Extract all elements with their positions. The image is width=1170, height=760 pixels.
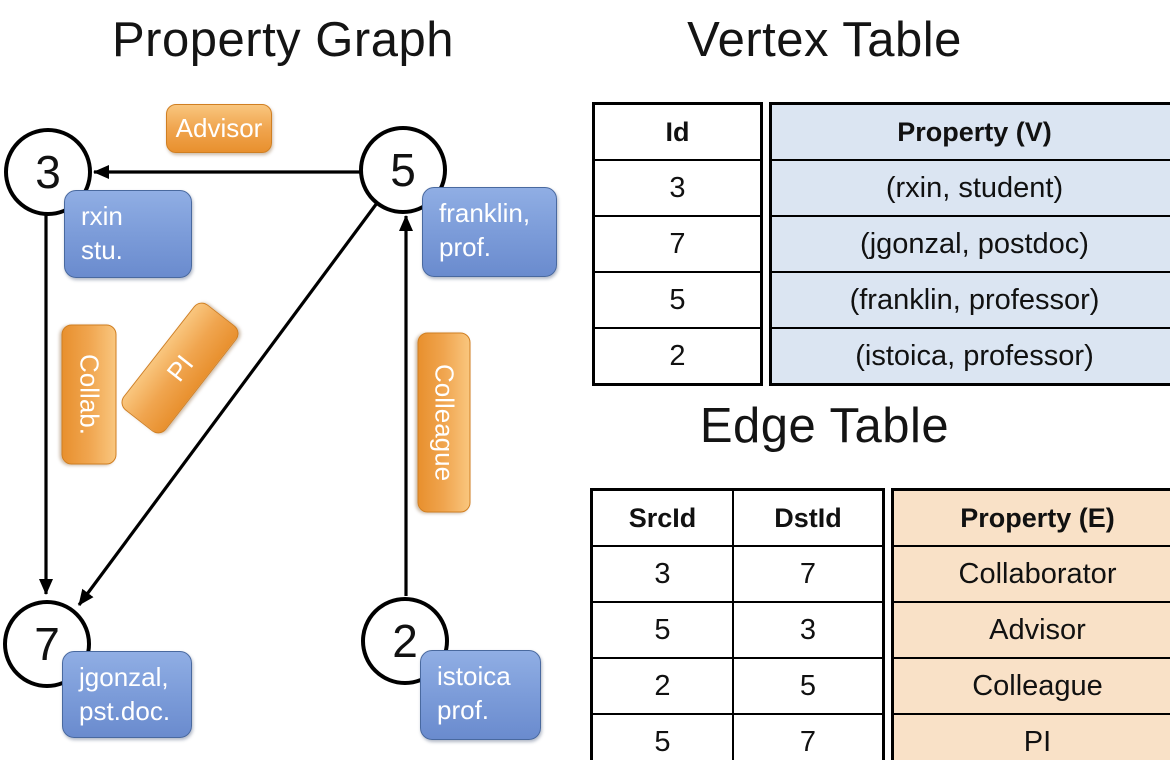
vertex-label-jgonzal-line1: jgonzal, (79, 662, 169, 692)
edge-col-srcid-header: SrcId (590, 488, 734, 547)
edge-label-advisor: Advisor (166, 104, 272, 153)
edge-col-property-header: Property (E) (891, 488, 1170, 547)
edge-srcid-cell: 5 (590, 601, 734, 659)
node-3-id: 3 (35, 146, 61, 198)
vertex-property-cell: (istoica, professor) (769, 327, 1170, 386)
edge-property-cell: Colleague (891, 657, 1170, 715)
property-graph-title: Property Graph (112, 13, 454, 67)
graph-edges-svg (39, 165, 413, 606)
graph-node-5: 5 (359, 126, 447, 214)
vertex-property-cell: (rxin, student) (769, 159, 1170, 217)
vertex-label-istoica-line1: istoica (437, 661, 511, 691)
node-2-id: 2 (392, 615, 418, 667)
vertex-label-franklin: franklin, prof. (422, 187, 557, 277)
edge-property-cell: PI (891, 713, 1170, 760)
edge-property-column-table: Property (E) Collaborator Advisor Collea… (891, 488, 1170, 760)
vertex-label-franklin-line1: franklin, (439, 198, 531, 228)
edge-property-cell: Advisor (891, 601, 1170, 659)
edge-table-title: Edge Table (699, 399, 950, 453)
vertex-label-istoica: istoica prof. (420, 650, 541, 740)
vertex-table-title: Vertex Table (687, 13, 962, 67)
vertex-label-rxin-line1: rxin (81, 201, 123, 231)
edge-arrow-5-to-7 (77, 202, 379, 606)
edge-col-dstid-header: DstId (732, 488, 885, 547)
vertex-label-jgonzal: jgonzal, pst.doc. (62, 651, 192, 738)
vertex-col-id-header: Id (592, 102, 763, 161)
edge-dstid-cell: 7 (732, 545, 885, 603)
vertex-label-jgonzal-line2: pst.doc. (79, 696, 171, 726)
vertex-table: Id 3 7 5 2 Property (V) (rxin, student) … (592, 102, 1170, 386)
vertex-id-cell: 2 (592, 327, 763, 386)
edge-srcid-cell: 3 (590, 545, 734, 603)
vertex-label-rxin: rxin stu. (64, 190, 192, 278)
vertex-col-property-header: Property (V) (769, 102, 1170, 161)
edge-dstid-cell: 5 (732, 657, 885, 715)
graph-node-2: 2 (361, 597, 449, 685)
vertex-property-cell: (franklin, professor) (769, 271, 1170, 329)
edge-label-colleague: Colleague (417, 332, 471, 513)
vertex-id-cell: 5 (592, 271, 763, 329)
edge-dstid-cell: 7 (732, 713, 885, 760)
edge-srcid-cell: 2 (590, 657, 734, 715)
edge-srcid-cell: 5 (590, 713, 734, 760)
edge-label-collab: Collab. (61, 324, 117, 465)
vertex-label-istoica-line2: prof. (437, 695, 490, 725)
node-7-id: 7 (34, 618, 60, 670)
vertex-id-cell: 7 (592, 215, 763, 273)
edge-table: SrcId DstId 3 7 5 3 2 5 5 7 Property (E)… (590, 488, 1170, 760)
vertex-label-rxin-line2: stu. (81, 235, 123, 265)
vertex-property-column-table: Property (V) (rxin, student) (jgonzal, p… (769, 102, 1170, 386)
node-5-id: 5 (390, 144, 416, 196)
edge-src-dst-table: SrcId DstId 3 7 5 3 2 5 5 7 (590, 488, 885, 760)
edge-property-cell: Collaborator (891, 545, 1170, 603)
vertex-label-franklin-line2: prof. (439, 232, 492, 262)
vertex-id-column-table: Id 3 7 5 2 (592, 102, 763, 386)
vertex-id-cell: 3 (592, 159, 763, 217)
edge-dstid-cell: 3 (732, 601, 885, 659)
vertex-property-cell: (jgonzal, postdoc) (769, 215, 1170, 273)
